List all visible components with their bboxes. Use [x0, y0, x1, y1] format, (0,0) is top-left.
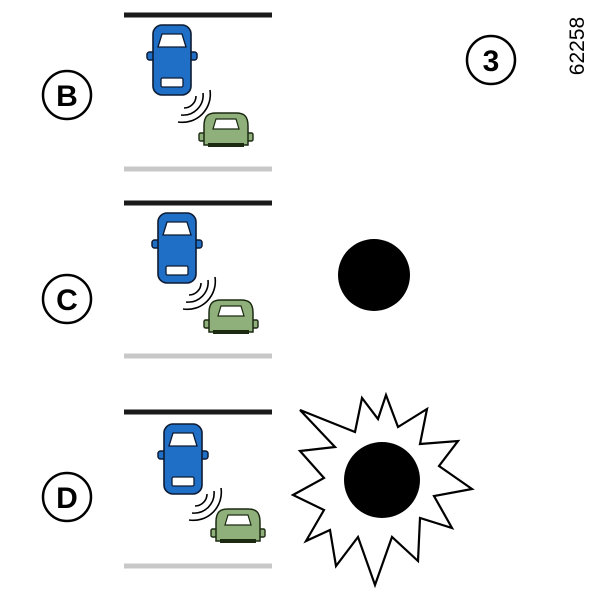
ego-vehicle	[157, 423, 209, 495]
label-circle	[41, 273, 93, 325]
label-circle	[41, 471, 93, 523]
scenario-label-c: C	[41, 273, 93, 325]
sensor-waves	[177, 89, 212, 124]
adjacent-vehicle	[210, 508, 266, 543]
step-number-badge: 3	[465, 34, 517, 86]
ego-vehicle	[146, 24, 198, 96]
step-number-circle	[465, 34, 517, 86]
label-text: B	[56, 80, 78, 113]
flash-dot	[344, 442, 420, 518]
sensor-waves	[182, 276, 217, 311]
adjacent-vehicle	[203, 299, 259, 334]
label-text: D	[56, 482, 78, 515]
label-circle	[41, 69, 93, 121]
scenario-d: D	[41, 391, 475, 589]
adjacent-vehicle	[198, 112, 254, 147]
label-text: C	[56, 284, 78, 317]
warning-indicator-steady	[338, 239, 410, 311]
reference-code: 62258	[566, 17, 589, 75]
scenario-b: B	[41, 12, 272, 172]
scenario-label-b: B	[41, 69, 93, 121]
ego-vehicle	[151, 212, 203, 284]
scenario-label-d: D	[41, 471, 93, 523]
scenario-c: C	[41, 200, 410, 359]
step-number-text: 3	[483, 45, 500, 78]
warning-indicator-flashing	[290, 391, 475, 589]
sensor-waves	[188, 487, 223, 522]
